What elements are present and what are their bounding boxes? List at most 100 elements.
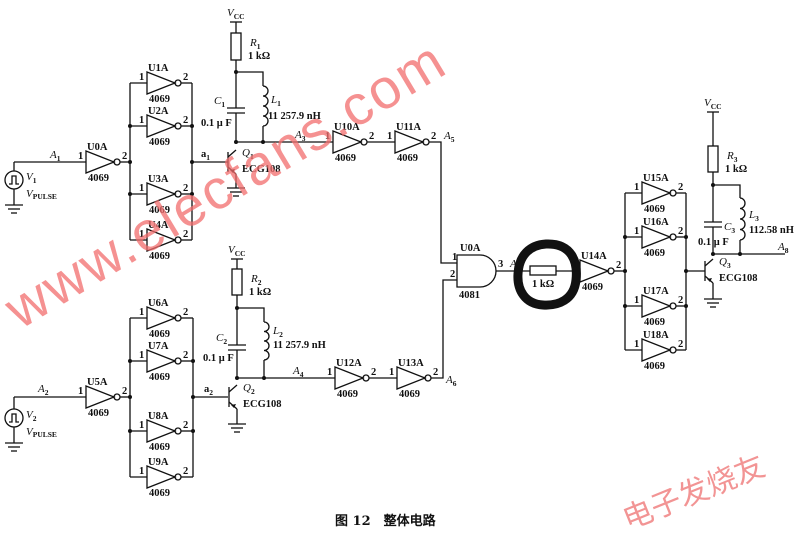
inverter-ref: U6A (148, 298, 169, 309)
pin-in-label: 1 (139, 350, 144, 361)
net-label-A2-sub: 2 (45, 388, 49, 397)
capacitor-ref-main: C (724, 221, 732, 233)
inverter-ref: U5A (87, 377, 108, 388)
pin-in-label: 1 (139, 115, 144, 126)
ground-icon (704, 298, 722, 308)
wire (236, 71, 264, 86)
inductor-ref-main: L (748, 209, 755, 221)
series-resistor: 1 kΩ (529, 265, 557, 290)
pin-out-label: 2 (678, 339, 683, 350)
pin-out-label: 2 (369, 131, 374, 142)
inverter-ref: U15A (643, 173, 669, 184)
wire (704, 258, 714, 267)
pin-in-label: 1 (139, 183, 144, 194)
resistor-ref-main: R (249, 37, 257, 49)
inverter-part: 4069 (149, 251, 170, 262)
wire (227, 149, 237, 158)
inverter-part: 4069 (582, 282, 603, 293)
inverter-triangle (146, 419, 177, 443)
resistor-ref-main: R (726, 150, 734, 162)
capacitor-ref-sub: 2 (223, 337, 227, 346)
ground-icon (5, 204, 23, 214)
junction-dot (191, 359, 195, 363)
pin-out-label: 2 (183, 420, 188, 431)
inverter-ref: U14A (581, 251, 607, 262)
capacitor-value: 0.1 μ F (201, 118, 232, 129)
inverter-triangle (146, 114, 177, 138)
pin-in-label: 1 (78, 386, 83, 397)
pin-in-label: 1 (634, 295, 639, 306)
net-label-A6: A6 (445, 374, 457, 388)
inverter-part: 4069 (397, 153, 418, 164)
pin-in-label: 1 (139, 420, 144, 431)
transistor-ref-main: Q (719, 256, 727, 268)
transistor-ref-sub: 3 (727, 261, 731, 270)
net-label-A1-main: A (49, 149, 57, 161)
junction-dot (235, 376, 239, 380)
junction-dot (684, 304, 688, 308)
capacitor-ref: C2 (216, 332, 227, 346)
inverter-part: 4069 (644, 204, 665, 215)
inductor-ref-main: L (272, 325, 279, 337)
pin-out-label: 2 (371, 367, 376, 378)
pin-out-label: 2 (122, 386, 127, 397)
inverter-triangle (579, 259, 610, 283)
capacitor-ref: C3 (724, 221, 735, 235)
inverter-triangle (146, 306, 177, 330)
wire (237, 307, 265, 322)
capacitor-ref-main: C (214, 95, 222, 107)
pulse-icon (9, 175, 19, 185)
inverter-part: 4069 (644, 248, 665, 259)
inverter-ref: U16A (643, 217, 669, 228)
inverter-ref: U9A (148, 457, 169, 468)
inverter-ref: U1A (148, 63, 169, 74)
vcc-label-main: V (704, 97, 712, 109)
pin-in-label: 1 (78, 151, 83, 162)
inverter-part: 4069 (149, 442, 170, 453)
inductor-coil (263, 321, 270, 361)
transistor-ref: Q3 (719, 256, 731, 270)
inverter-triangle (85, 385, 116, 409)
transistor-ref-main: Q (243, 382, 251, 394)
vcc-label-sub: CC (235, 249, 246, 258)
inverter-ref: U12A (336, 358, 362, 369)
inverter-triangle (146, 228, 177, 252)
inverter-part: 4069 (149, 329, 170, 340)
pin-in-label: 1 (325, 131, 330, 142)
resistor-ref: R2 (250, 273, 262, 287)
inverter-part: 4069 (644, 361, 665, 372)
pin-label: 2 (450, 269, 455, 280)
source-type: VPULSE (26, 426, 57, 439)
pin-in-label: 1 (634, 339, 639, 350)
watermark-brand: 电子发烧友 (618, 449, 770, 536)
ground-icon (5, 442, 23, 452)
transistor-ref-sub: 1 (250, 152, 254, 161)
pin-out-label: 2 (183, 183, 188, 194)
wire (713, 184, 741, 198)
inverter-ref: U4A (148, 220, 169, 231)
resistor-body (230, 32, 242, 61)
inverter-triangle (146, 465, 177, 489)
capacitor-ref-sub: 1 (221, 100, 225, 109)
pin-in-label: 1 (634, 226, 639, 237)
junction-dot (190, 124, 194, 128)
inverter-triangle (332, 130, 363, 154)
pin-in-label: 1 (327, 367, 332, 378)
net-label-A3-main: A (294, 129, 302, 141)
transistor-ref: Q2 (243, 382, 255, 396)
pin-label: 1 (452, 252, 457, 263)
inverter-triangle (394, 130, 425, 154)
vcc-label-sub: CC (234, 12, 245, 21)
pin-out-label: 2 (433, 367, 438, 378)
pin-out-label: 2 (183, 229, 188, 240)
